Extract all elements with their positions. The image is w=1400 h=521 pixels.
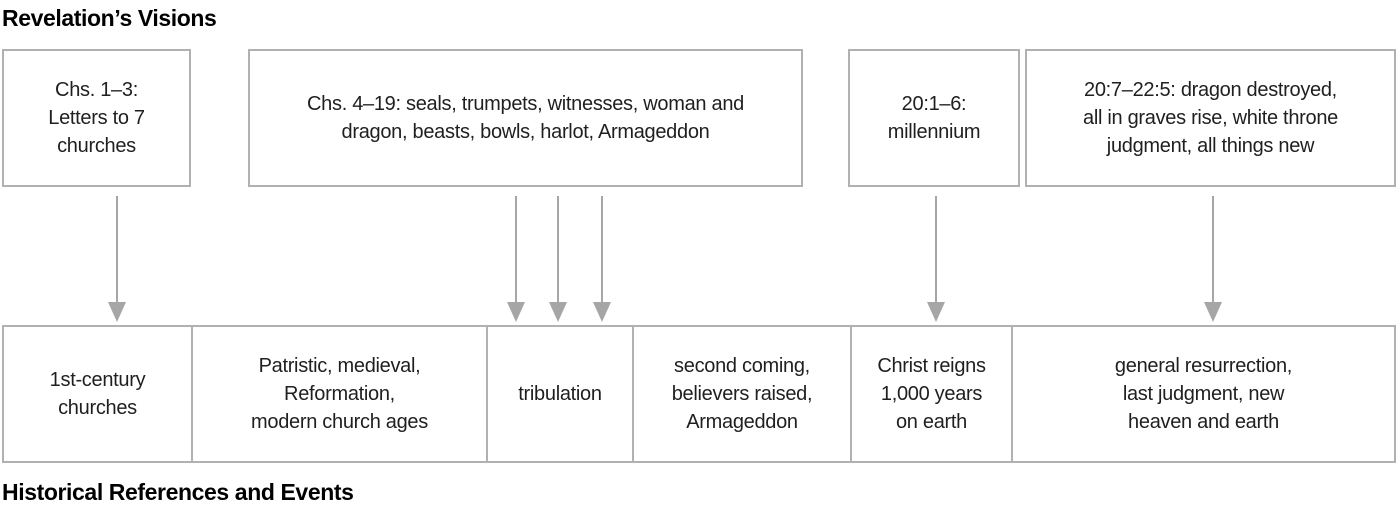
arrow-head-icon — [108, 302, 126, 322]
event-cell-general-resurrection: general resurrection, last judgment, new… — [1013, 327, 1394, 461]
arrow-line — [515, 196, 517, 303]
arrow-head-icon — [1204, 302, 1222, 322]
down-arrow-4 — [593, 196, 611, 322]
arrow-line — [1212, 196, 1214, 303]
event-cell-christ-reigns-label: Christ reigns 1,000 years on earth — [877, 355, 986, 433]
event-cell-tribulation: tribulation — [488, 327, 634, 461]
down-arrow-3 — [549, 196, 567, 322]
event-cell-tribulation-label: tribulation — [518, 383, 602, 405]
arrow-line — [601, 196, 603, 303]
event-cell-1st-century-churches: 1st-century churches — [4, 327, 193, 461]
arrow-line — [557, 196, 559, 303]
arrow-head-icon — [549, 302, 567, 322]
vision-box-chs-1-3-label: Chs. 1–3: Letters to 7 churches — [48, 79, 145, 157]
vision-box-20-7-22-5: 20:7–22:5: dragon destroyed, all in grav… — [1025, 49, 1396, 187]
vision-box-chs-4-19-label: Chs. 4–19: seals, trumpets, witnesses, w… — [307, 93, 744, 143]
event-cell-church-ages: Patristic, medieval, Reformation, modern… — [193, 327, 488, 461]
events-row: 1st-century churches Patristic, medieval… — [2, 325, 1396, 463]
vision-box-chs-4-19: Chs. 4–19: seals, trumpets, witnesses, w… — [248, 49, 803, 187]
event-cell-church-ages-label: Patristic, medieval, Reformation, modern… — [251, 355, 428, 433]
arrow-head-icon — [927, 302, 945, 322]
vision-box-20-7-22-5-label: 20:7–22:5: dragon destroyed, all in grav… — [1083, 79, 1338, 157]
down-arrow-1 — [108, 196, 126, 322]
down-arrow-2 — [507, 196, 525, 322]
event-cell-general-resurrection-label: general resurrection, last judgment, new… — [1114, 355, 1293, 433]
down-arrow-6 — [1204, 196, 1222, 322]
bottom-section-title: Historical References and Events — [2, 479, 354, 505]
vision-box-20-1-6: 20:1–6: millennium — [848, 49, 1020, 187]
down-arrow-5 — [927, 196, 945, 322]
event-cell-second-coming: second coming, believers raised, Armaged… — [634, 327, 852, 461]
event-cell-1st-century-churches-label: 1st-century churches — [49, 369, 146, 419]
event-cell-christ-reigns: Christ reigns 1,000 years on earth — [852, 327, 1013, 461]
vision-box-20-1-6-label: 20:1–6: millennium — [887, 93, 981, 143]
arrow-head-icon — [593, 302, 611, 322]
arrow-head-icon — [507, 302, 525, 322]
top-section-title: Revelation’s Visions — [2, 5, 217, 31]
arrow-line — [116, 196, 118, 303]
arrow-line — [935, 196, 937, 303]
event-cell-second-coming-label: second coming, believers raised, Armaged… — [671, 355, 813, 433]
vision-box-chs-1-3: Chs. 1–3: Letters to 7 churches — [2, 49, 191, 187]
